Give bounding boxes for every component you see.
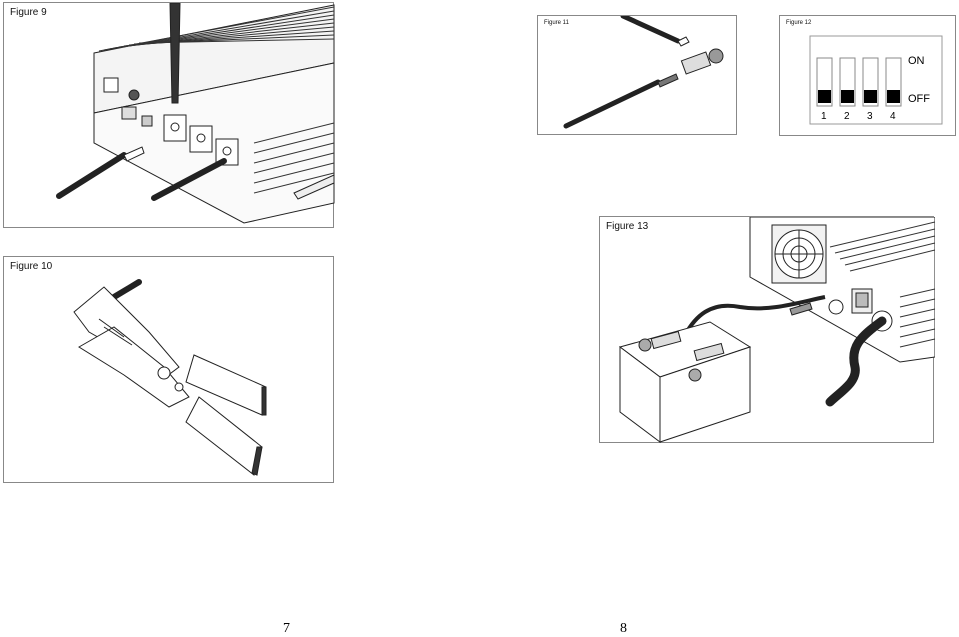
dip-switch-4-number: 4	[890, 111, 896, 122]
dip-switch-3-number: 3	[867, 111, 873, 122]
figure-9-caption: Figure 9	[10, 7, 47, 18]
figure-12: Figure 12 ON OFF 1 2 3 4	[779, 15, 956, 136]
dip-switch-panel	[809, 35, 943, 125]
figure-10: Figure 10	[3, 256, 334, 483]
dip-switch-3-lever	[864, 90, 877, 103]
figure-13-illustration	[618, 217, 935, 443]
dip-off-label: OFF	[908, 93, 930, 105]
figure-12-caption: Figure 12	[786, 20, 812, 26]
figure-13: Figure 13	[599, 216, 935, 443]
figure-9: Figure 9	[3, 2, 335, 228]
figure-10-caption: Figure 10	[10, 261, 53, 272]
figure-13-caption: Figure 13	[606, 221, 649, 232]
dip-switch-4-lever	[887, 90, 900, 103]
page-number-left: 7	[283, 621, 290, 636]
figure-11-illustration	[563, 16, 724, 129]
dip-switch-2-lever	[841, 90, 854, 103]
figure-11-caption: Figure 11	[544, 20, 569, 26]
dip-on-label: ON	[908, 55, 925, 67]
dip-switch-diagram: ON OFF 1 2 3 4	[809, 35, 943, 125]
dip-switch-1-number: 1	[821, 111, 827, 122]
dip-switch-1-lever	[818, 90, 831, 103]
figure-9-illustration	[56, 3, 335, 224]
page-number-right: 8	[620, 621, 627, 636]
figure-10-illustration	[73, 279, 267, 476]
dip-switch-2-number: 2	[844, 111, 850, 122]
figure-11: Figure 11	[537, 15, 737, 135]
